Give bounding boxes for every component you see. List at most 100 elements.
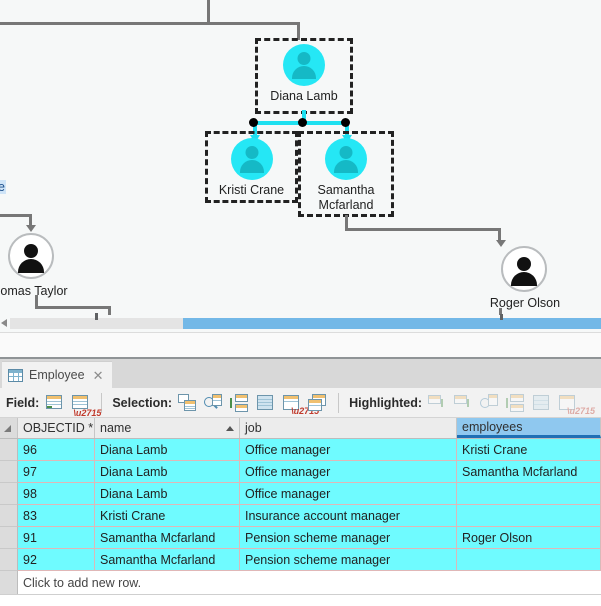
delete-selection-icon[interactable] bbox=[306, 392, 328, 414]
column-header-name[interactable]: name bbox=[95, 418, 240, 438]
cell-name[interactable]: Diana Lamb bbox=[95, 439, 240, 461]
edge-thomas-drop bbox=[29, 214, 32, 227]
org-chart-canvas[interactable]: Diana Lamb Kristi Crane Samantha Mcfarla… bbox=[0, 0, 601, 315]
cell-objectid[interactable]: 92 bbox=[18, 549, 95, 571]
cell-job[interactable]: Office manager bbox=[240, 439, 457, 461]
clear-selection-icon[interactable]: \u2715 bbox=[280, 392, 319, 415]
attribute-grid[interactable]: OBJECTID * name job employees 96 Diana L… bbox=[0, 418, 601, 606]
row-selector[interactable] bbox=[0, 527, 18, 549]
zoom-to-selection-icon[interactable] bbox=[202, 392, 224, 414]
close-icon[interactable]: ✕ bbox=[92, 367, 104, 383]
selected-edge-to-samantha[interactable] bbox=[345, 121, 349, 137]
selected-edge-to-kristi[interactable] bbox=[253, 121, 257, 137]
cell-objectid[interactable]: 97 bbox=[18, 461, 95, 483]
cell-job[interactable]: Pension scheme manager bbox=[240, 549, 457, 571]
row-selector[interactable] bbox=[0, 571, 18, 594]
table-row[interactable]: 83 Kristi Crane Insurance account manage… bbox=[0, 505, 601, 527]
cell-objectid[interactable]: 83 bbox=[18, 505, 95, 527]
cell-objectid[interactable]: 91 bbox=[18, 527, 95, 549]
cell-employees[interactable]: Samantha Mcfarland bbox=[457, 461, 601, 483]
scrollbar-thumb[interactable] bbox=[183, 318, 601, 329]
delete-field-icon[interactable]: \u2715 bbox=[69, 392, 101, 417]
select-by-attributes-icon[interactable] bbox=[176, 392, 198, 414]
add-new-row[interactable]: Click to add new row. bbox=[0, 571, 601, 595]
cell-job[interactable]: Office manager bbox=[240, 483, 457, 505]
org-node-kristi-crane[interactable]: Kristi Crane bbox=[205, 131, 298, 203]
org-node-diana-lamb[interactable]: Diana Lamb bbox=[255, 38, 353, 114]
table-row[interactable]: 97 Diana Lamb Office manager Samantha Mc… bbox=[0, 461, 601, 483]
cell-employees[interactable]: Roger Olson bbox=[457, 527, 601, 549]
cell-job[interactable]: Office manager bbox=[240, 461, 457, 483]
row-selector[interactable] bbox=[0, 505, 18, 527]
org-node-label: Diana Lamb bbox=[270, 89, 338, 103]
cell-employees[interactable] bbox=[457, 483, 601, 505]
tab-employee[interactable]: Employee ✕ bbox=[2, 361, 112, 388]
cell-name[interactable]: Samantha Mcfarland bbox=[95, 527, 240, 549]
cell-name[interactable]: Diana Lamb bbox=[95, 461, 240, 483]
edge-handle-middle[interactable] bbox=[298, 118, 307, 127]
cell-job[interactable]: Pension scheme manager bbox=[240, 527, 457, 549]
edge-vertical-top bbox=[207, 0, 210, 24]
cell-objectid[interactable]: 96 bbox=[18, 439, 95, 461]
edge-horizontal-top bbox=[0, 22, 300, 25]
edge-thomas-stem bbox=[35, 295, 38, 309]
cell-job[interactable]: Insurance account manager bbox=[240, 505, 457, 527]
cell-name[interactable]: Kristi Crane bbox=[95, 505, 240, 527]
column-header-job[interactable]: job bbox=[240, 418, 457, 438]
cell-name[interactable]: Diana Lamb bbox=[95, 483, 240, 505]
org-node-label: omas Taylor bbox=[0, 284, 68, 298]
row-selector[interactable] bbox=[0, 439, 18, 461]
table-toolbar: Field: \u2715 Selection: bbox=[0, 388, 601, 418]
org-node-thomas-taylor[interactable]: omas Taylor bbox=[0, 233, 128, 298]
column-header-employees[interactable]: employees bbox=[457, 418, 601, 438]
table-row[interactable]: 92 Samantha Mcfarland Pension scheme man… bbox=[0, 549, 601, 571]
person-avatar-icon bbox=[283, 44, 325, 86]
selection-label: Selection: bbox=[112, 395, 173, 410]
clipped-node-label: e bbox=[0, 180, 6, 194]
switch-highlighted-icon bbox=[504, 392, 526, 414]
selected-edge-stem[interactable] bbox=[302, 110, 306, 124]
switch-selection-icon[interactable] bbox=[228, 392, 250, 414]
add-field-icon[interactable] bbox=[43, 392, 65, 414]
cell-name[interactable]: Samantha Mcfarland bbox=[95, 549, 240, 571]
header-corner-cell[interactable] bbox=[0, 418, 18, 438]
selection-box bbox=[205, 131, 298, 203]
column-header-name-label: name bbox=[100, 421, 132, 435]
edge-roger-stem bbox=[499, 308, 502, 315]
highlight-add-icon bbox=[426, 392, 448, 414]
cell-employees[interactable]: Kristi Crane bbox=[457, 439, 601, 461]
person-avatar-icon bbox=[501, 246, 547, 292]
cell-employees[interactable] bbox=[457, 549, 601, 571]
table-header-row: OBJECTID * name job employees bbox=[0, 418, 601, 439]
table-row[interactable]: 91 Samantha Mcfarland Pension scheme man… bbox=[0, 527, 601, 549]
edge-to-thomas bbox=[0, 214, 32, 217]
table-row[interactable]: 98 Diana Lamb Office manager bbox=[0, 483, 601, 505]
cell-objectid[interactable]: 98 bbox=[18, 483, 95, 505]
attribute-table-panel: Employee ✕ Field: \u2715 Selection: bbox=[0, 357, 601, 606]
scroll-left-icon[interactable] bbox=[1, 319, 7, 327]
tab-label: Employee bbox=[29, 368, 85, 382]
person-avatar-icon bbox=[325, 138, 367, 180]
edge-thomas-out bbox=[35, 306, 111, 309]
tick-mark-right bbox=[500, 314, 503, 320]
org-node-roger-olson[interactable]: Roger Olson bbox=[477, 246, 572, 310]
edge-arrow-thomas bbox=[26, 225, 36, 232]
row-selector[interactable] bbox=[0, 483, 18, 505]
select-all-icon[interactable] bbox=[254, 392, 276, 414]
cell-employees[interactable] bbox=[457, 505, 601, 527]
row-selector[interactable] bbox=[0, 461, 18, 483]
column-header-objectid[interactable]: OBJECTID * bbox=[18, 418, 95, 438]
add-new-row-label: Click to add new row. bbox=[23, 575, 142, 590]
table-tab-strip: Employee ✕ bbox=[0, 359, 601, 388]
table-row[interactable]: 96 Diana Lamb Office manager Kristi Cran… bbox=[0, 439, 601, 461]
row-selector[interactable] bbox=[0, 549, 18, 571]
edge-to-roger bbox=[345, 228, 501, 231]
org-node-samantha-mcfarland[interactable]: Samantha Mcfarland bbox=[298, 131, 394, 217]
edge-handle-left[interactable] bbox=[249, 118, 258, 127]
panel-splitter[interactable] bbox=[0, 332, 601, 357]
zoom-to-highlighted-icon bbox=[478, 392, 500, 414]
org-node-label: Samantha Mcfarland bbox=[317, 183, 375, 212]
horizontal-scrollbar[interactable] bbox=[0, 315, 601, 332]
toolbar-divider bbox=[338, 392, 340, 413]
edge-handle-right[interactable] bbox=[341, 118, 350, 127]
